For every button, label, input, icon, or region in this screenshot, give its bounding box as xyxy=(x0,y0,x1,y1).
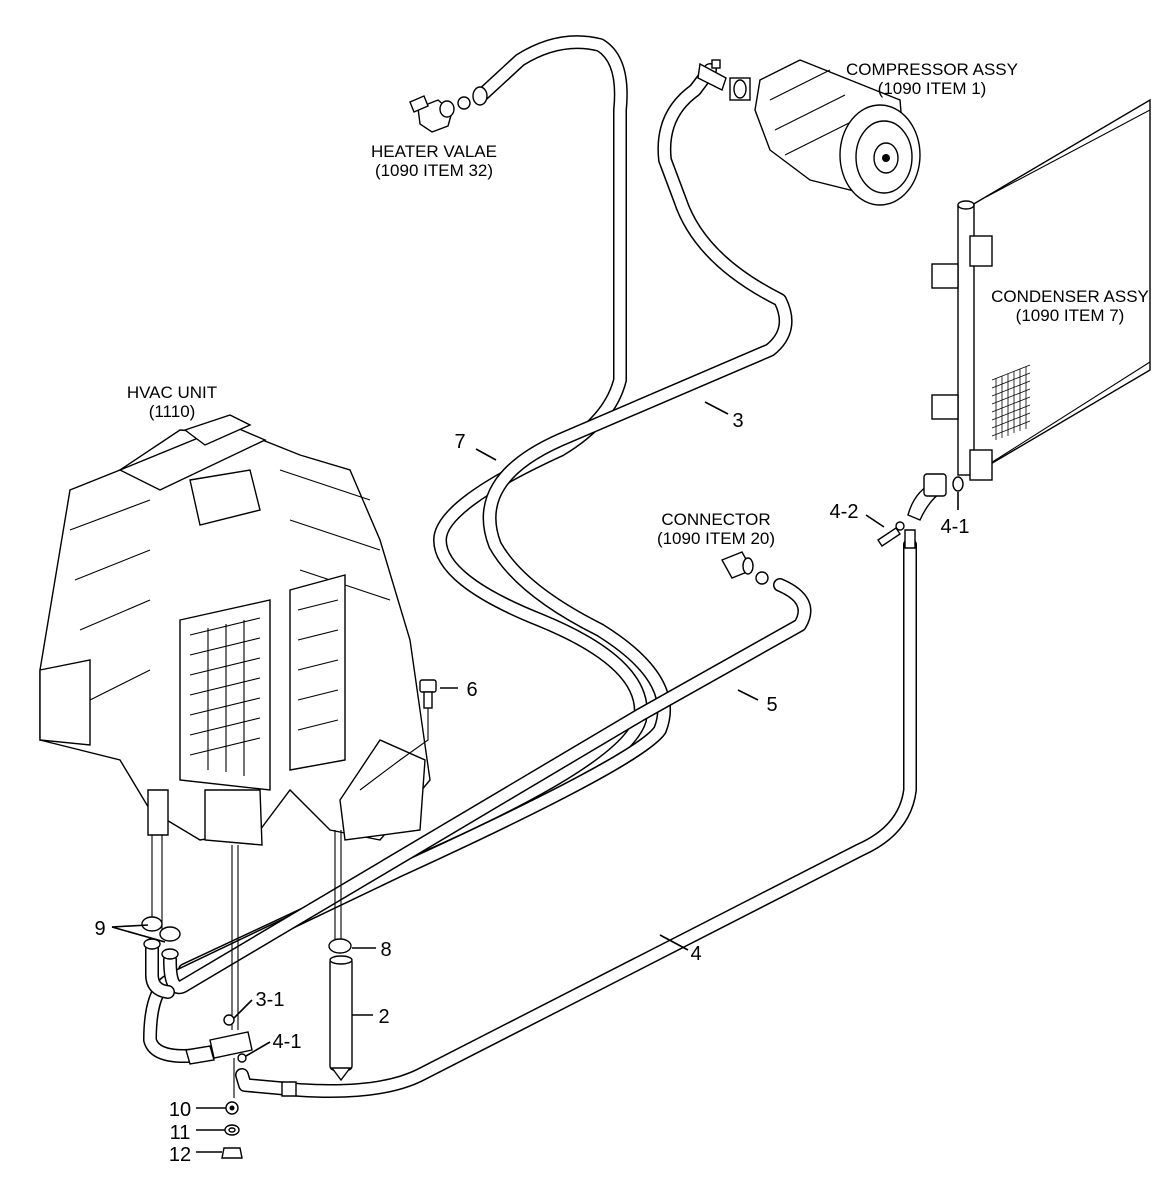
callout-10: 10 xyxy=(169,1099,191,1121)
pipe-4-liquid-line xyxy=(235,473,964,1098)
callout-6: 6 xyxy=(466,679,477,701)
part-6-bolt xyxy=(359,679,437,791)
flange-block xyxy=(209,1014,253,1159)
compressor-label-line1: COMPRESSOR ASSY xyxy=(846,60,1018,79)
callout-8: 8 xyxy=(380,939,391,961)
connector-label-line2: (1090 ITEM 20) xyxy=(657,529,775,548)
hvac-unit xyxy=(39,414,431,846)
hvac-drain-pipes xyxy=(145,830,342,1030)
callout-3-1: 3-1 xyxy=(256,989,285,1011)
hvac-label-line2: (1110) xyxy=(149,402,196,421)
condenser-label-line2: (1090 ITEM 7) xyxy=(1016,306,1125,325)
callout-4-1-upper: 4-1 xyxy=(941,516,970,538)
part-2-receiver-drier xyxy=(329,955,353,1082)
connector-fitting xyxy=(721,551,769,585)
condenser-core-grid xyxy=(991,364,1031,440)
connector-label-line1: CONNECTOR xyxy=(661,510,770,529)
compressor-label-line2: (1090 ITEM 1) xyxy=(878,79,987,98)
callout-3: 3 xyxy=(732,410,743,432)
callout-4-2: 4-2 xyxy=(830,501,859,523)
leader-lines xyxy=(111,401,959,1153)
callout-9: 9 xyxy=(94,918,105,940)
heater-valve-label-line2: (1090 ITEM 32) xyxy=(375,161,493,180)
callout-5: 5 xyxy=(766,694,777,716)
condenser-label-line1: CONDENSER ASSY xyxy=(991,287,1149,306)
callout-11: 11 xyxy=(170,1122,191,1144)
part-4-2-valve xyxy=(877,521,905,547)
pipe-7-heater-hose xyxy=(178,35,648,977)
callout-4-1-lower: 4-1 xyxy=(273,1031,302,1053)
condenser-assembly xyxy=(931,98,1151,481)
pipe-5-connector-line xyxy=(163,578,812,995)
part-8-clamp xyxy=(328,938,352,954)
compressor-assembly xyxy=(729,59,921,206)
hvac-label-line1: HVAC UNIT xyxy=(127,383,217,402)
callout-4: 4 xyxy=(690,943,701,965)
callout-2: 2 xyxy=(378,1006,389,1028)
heater-valve xyxy=(409,95,471,133)
callout-7: 7 xyxy=(454,431,465,453)
callout-12: 12 xyxy=(169,1144,191,1166)
part-9-clamps xyxy=(141,916,181,960)
heater-valve-label-line1: HEATER VALAE xyxy=(371,142,497,161)
